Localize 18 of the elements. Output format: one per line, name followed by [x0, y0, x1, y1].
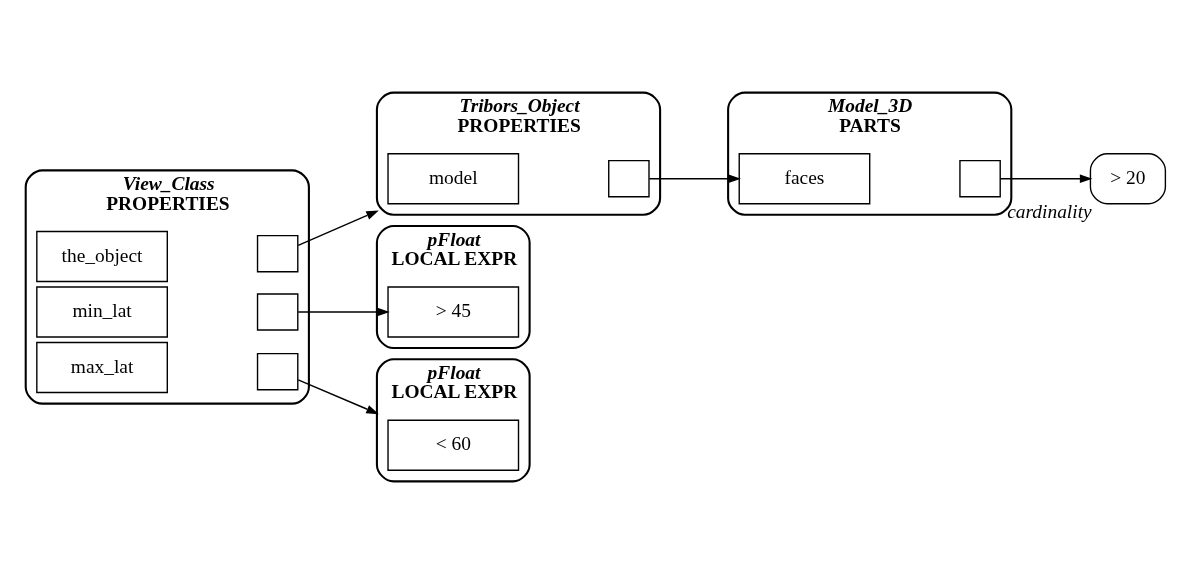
node-box: the_object — [36, 230, 168, 282]
arrow — [297, 307, 390, 316]
arrow — [297, 209, 379, 246]
node-box — [959, 159, 1001, 197]
node-box — [608, 159, 650, 197]
arrow — [297, 378, 379, 414]
node-box: model — [387, 152, 520, 204]
node-box: min_lat — [36, 285, 168, 338]
arrow — [648, 173, 741, 183]
node-box — [256, 234, 299, 272]
node-box — [256, 352, 299, 390]
arrow — [999, 173, 1093, 183]
node-box: < 60 — [387, 419, 520, 471]
node-box: > 20 — [1089, 152, 1167, 204]
node-box: faces — [738, 152, 871, 204]
node-box: max_lat — [36, 341, 168, 393]
node-box: > 45 — [387, 285, 520, 338]
node-box — [256, 292, 299, 331]
